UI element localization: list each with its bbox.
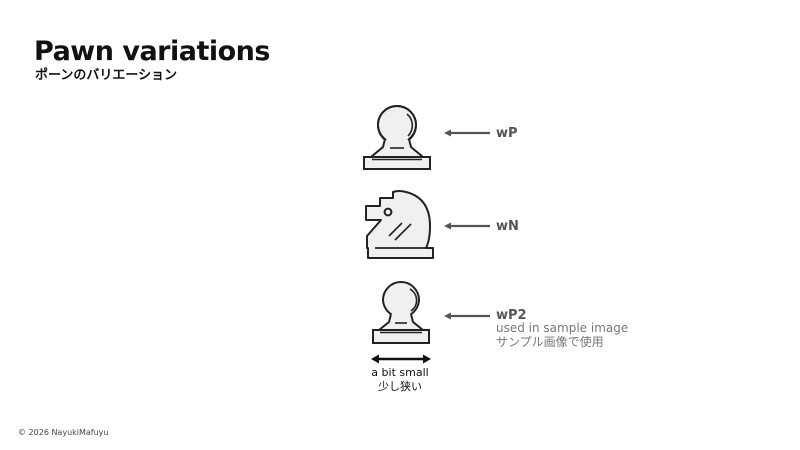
white-pawn-small-icon — [372, 281, 430, 344]
double-arrow-icon — [371, 354, 431, 364]
arrow-left-icon — [444, 222, 490, 230]
piece-label-wN: wN — [496, 219, 519, 234]
white-pawn-icon — [363, 105, 431, 170]
white-knight-icon — [365, 190, 434, 259]
piece-label-wP2: wP2 — [496, 308, 527, 323]
arrow-left-icon — [444, 129, 490, 137]
page-subtitle: ポーンのバリエーション — [35, 68, 178, 83]
width-note-english: a bit small — [371, 366, 429, 379]
arrow-left-icon — [444, 312, 490, 320]
note-english: used in sample image — [496, 321, 629, 335]
piece-label-wP: wP — [496, 126, 518, 141]
page-title: Pawn variations — [34, 36, 270, 67]
copyright-footer: © 2026 NayukiMafuyu — [18, 428, 109, 437]
note-japanese: サンプル画像で使用 — [496, 335, 604, 349]
width-note-japanese: 少し狭い — [378, 380, 422, 393]
